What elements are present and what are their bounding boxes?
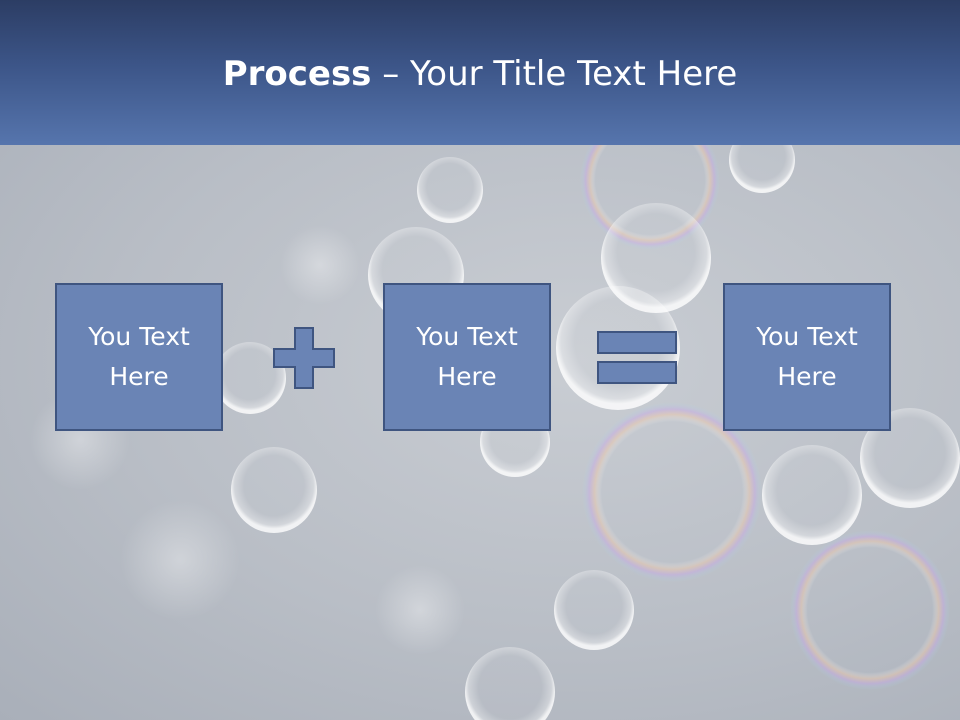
title-bold-text: Process [222, 54, 372, 94]
process-box-3-text: You Text Here [756, 322, 858, 391]
title-rest-text: – Your Title Text Here [371, 54, 738, 94]
equals-icon [597, 331, 677, 384]
process-box-1-text: You Text Here [88, 322, 190, 391]
plus-icon [273, 327, 335, 389]
process-box-3[interactable]: You Text Here [723, 283, 891, 431]
slide-title[interactable]: Process – Your Title Text Here [0, 52, 960, 96]
title-bar [0, 0, 960, 145]
process-box-2-text: You Text Here [416, 322, 518, 391]
process-box-2[interactable]: You Text Here [383, 283, 551, 431]
process-box-1[interactable]: You Text Here [55, 283, 223, 431]
